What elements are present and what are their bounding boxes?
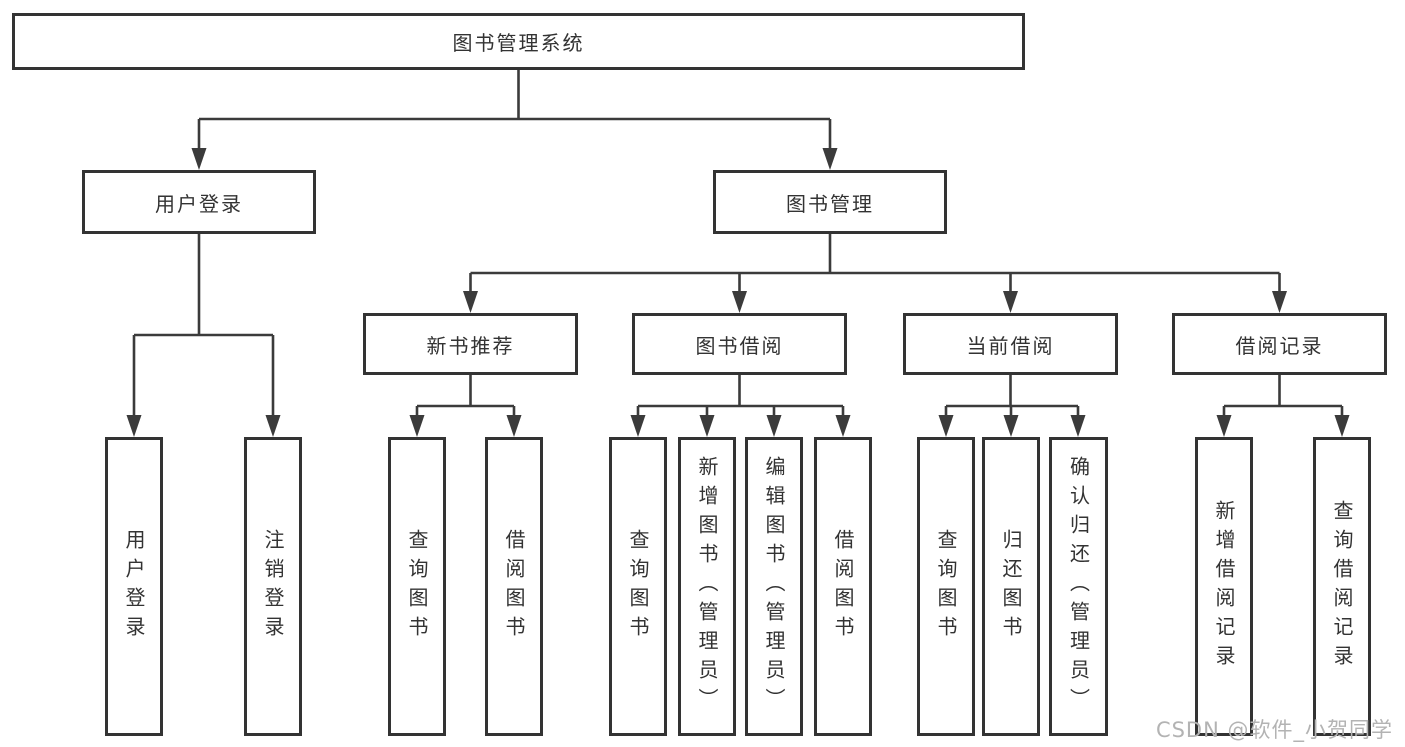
node-leaf-rec-query-books: 查询图书	[388, 437, 446, 736]
arrow-down-icon	[1334, 415, 1350, 437]
arrowheads	[126, 148, 1350, 437]
connector-mgmt-to-level3	[469, 234, 1281, 293]
arrow-down-icon	[409, 415, 425, 437]
node-leaf-user-login: 用户登录	[105, 437, 163, 736]
arrow-down-icon	[506, 415, 522, 437]
arrow-down-icon	[1003, 415, 1019, 437]
node-leaf-bb-edit-books: 编辑图书（管理员）	[745, 437, 803, 736]
node-user-login-label: 用户登录	[155, 191, 243, 216]
node-book-mgmt: 图书管理	[713, 170, 947, 234]
node-leaf-cb-query-books: 查询图书	[917, 437, 975, 736]
node-leaf-bb-add-books: 新增图书（管理员）	[678, 437, 736, 736]
arrow-down-icon	[1272, 291, 1287, 313]
node-book-mgmt-label: 图书管理	[786, 191, 874, 216]
arrow-down-icon	[126, 415, 142, 437]
connector-current-to-leaves	[944, 375, 1080, 417]
node-leaf-cb-return-books: 归还图书	[982, 437, 1040, 736]
node-user-login: 用户登录	[82, 170, 316, 234]
arrow-down-icon	[766, 415, 782, 437]
node-leaf-bb-query-books-label: 查询图书	[626, 528, 650, 645]
node-leaf-bb-add-books-label: 新增图书（管理员）	[695, 456, 719, 717]
node-leaf-br-query-record-label: 查询借阅记录	[1330, 499, 1354, 674]
node-root-label: 图书管理系统	[452, 31, 585, 55]
arrow-down-icon	[1003, 291, 1018, 313]
connector-record-to-leaves	[1222, 375, 1344, 417]
node-borrow-record-label: 借阅记录	[1235, 333, 1324, 358]
arrow-down-icon	[1070, 415, 1086, 437]
node-leaf-rec-query-books-label: 查询图书	[405, 528, 429, 645]
node-leaf-bb-query-books: 查询图书	[609, 437, 667, 736]
node-leaf-br-add-record-label: 新增借阅记录	[1212, 499, 1236, 674]
arrow-down-icon	[463, 291, 478, 313]
arrow-down-icon	[822, 148, 838, 170]
connector-login-to-leaves	[132, 234, 275, 417]
arrow-down-icon	[732, 291, 747, 313]
arrow-down-icon	[938, 415, 954, 437]
node-leaf-bb-borrow-books-label: 借阅图书	[831, 528, 855, 645]
arrow-down-icon	[265, 415, 281, 437]
arrow-down-icon	[699, 415, 715, 437]
arrow-down-icon	[630, 415, 646, 437]
connector-borrow-to-leaves	[636, 375, 845, 417]
node-leaf-cb-return-books-label: 归还图书	[999, 528, 1023, 645]
arrow-down-icon	[191, 148, 207, 170]
connector-rec-to-leaves	[415, 375, 516, 417]
node-leaf-br-query-record: 查询借阅记录	[1313, 437, 1371, 736]
node-new-book-rec-label: 新书推荐	[426, 333, 515, 358]
node-book-borrow-label: 图书借阅	[695, 333, 784, 358]
node-leaf-logout-label: 注销登录	[261, 528, 285, 645]
node-root: 图书管理系统	[12, 13, 1025, 70]
node-leaf-rec-borrow-books-label: 借阅图书	[502, 528, 526, 645]
node-leaf-logout: 注销登录	[244, 437, 302, 736]
node-borrow-record: 借阅记录	[1172, 313, 1387, 375]
node-leaf-cb-confirm-return: 确认归还（管理员）	[1049, 437, 1108, 736]
node-book-borrow: 图书借阅	[632, 313, 847, 375]
connector-root-to-level2	[197, 70, 832, 150]
node-new-book-rec: 新书推荐	[363, 313, 578, 375]
arrow-down-icon	[1216, 415, 1232, 437]
arrow-down-icon	[835, 415, 851, 437]
node-leaf-bb-borrow-books: 借阅图书	[814, 437, 872, 736]
node-leaf-rec-borrow-books: 借阅图书	[485, 437, 543, 736]
node-leaf-br-add-record: 新增借阅记录	[1195, 437, 1253, 736]
node-leaf-bb-edit-books-label: 编辑图书（管理员）	[762, 456, 786, 717]
node-current-borrow-label: 当前借阅	[966, 333, 1055, 358]
csdn-watermark: CSDN @软件_小贺同学	[1155, 718, 1393, 742]
node-leaf-cb-confirm-return-label: 确认归还（管理员）	[1066, 456, 1091, 717]
node-leaf-cb-query-books-label: 查询图书	[934, 528, 958, 645]
node-current-borrow: 当前借阅	[903, 313, 1118, 375]
node-leaf-user-login-label: 用户登录	[122, 528, 146, 645]
